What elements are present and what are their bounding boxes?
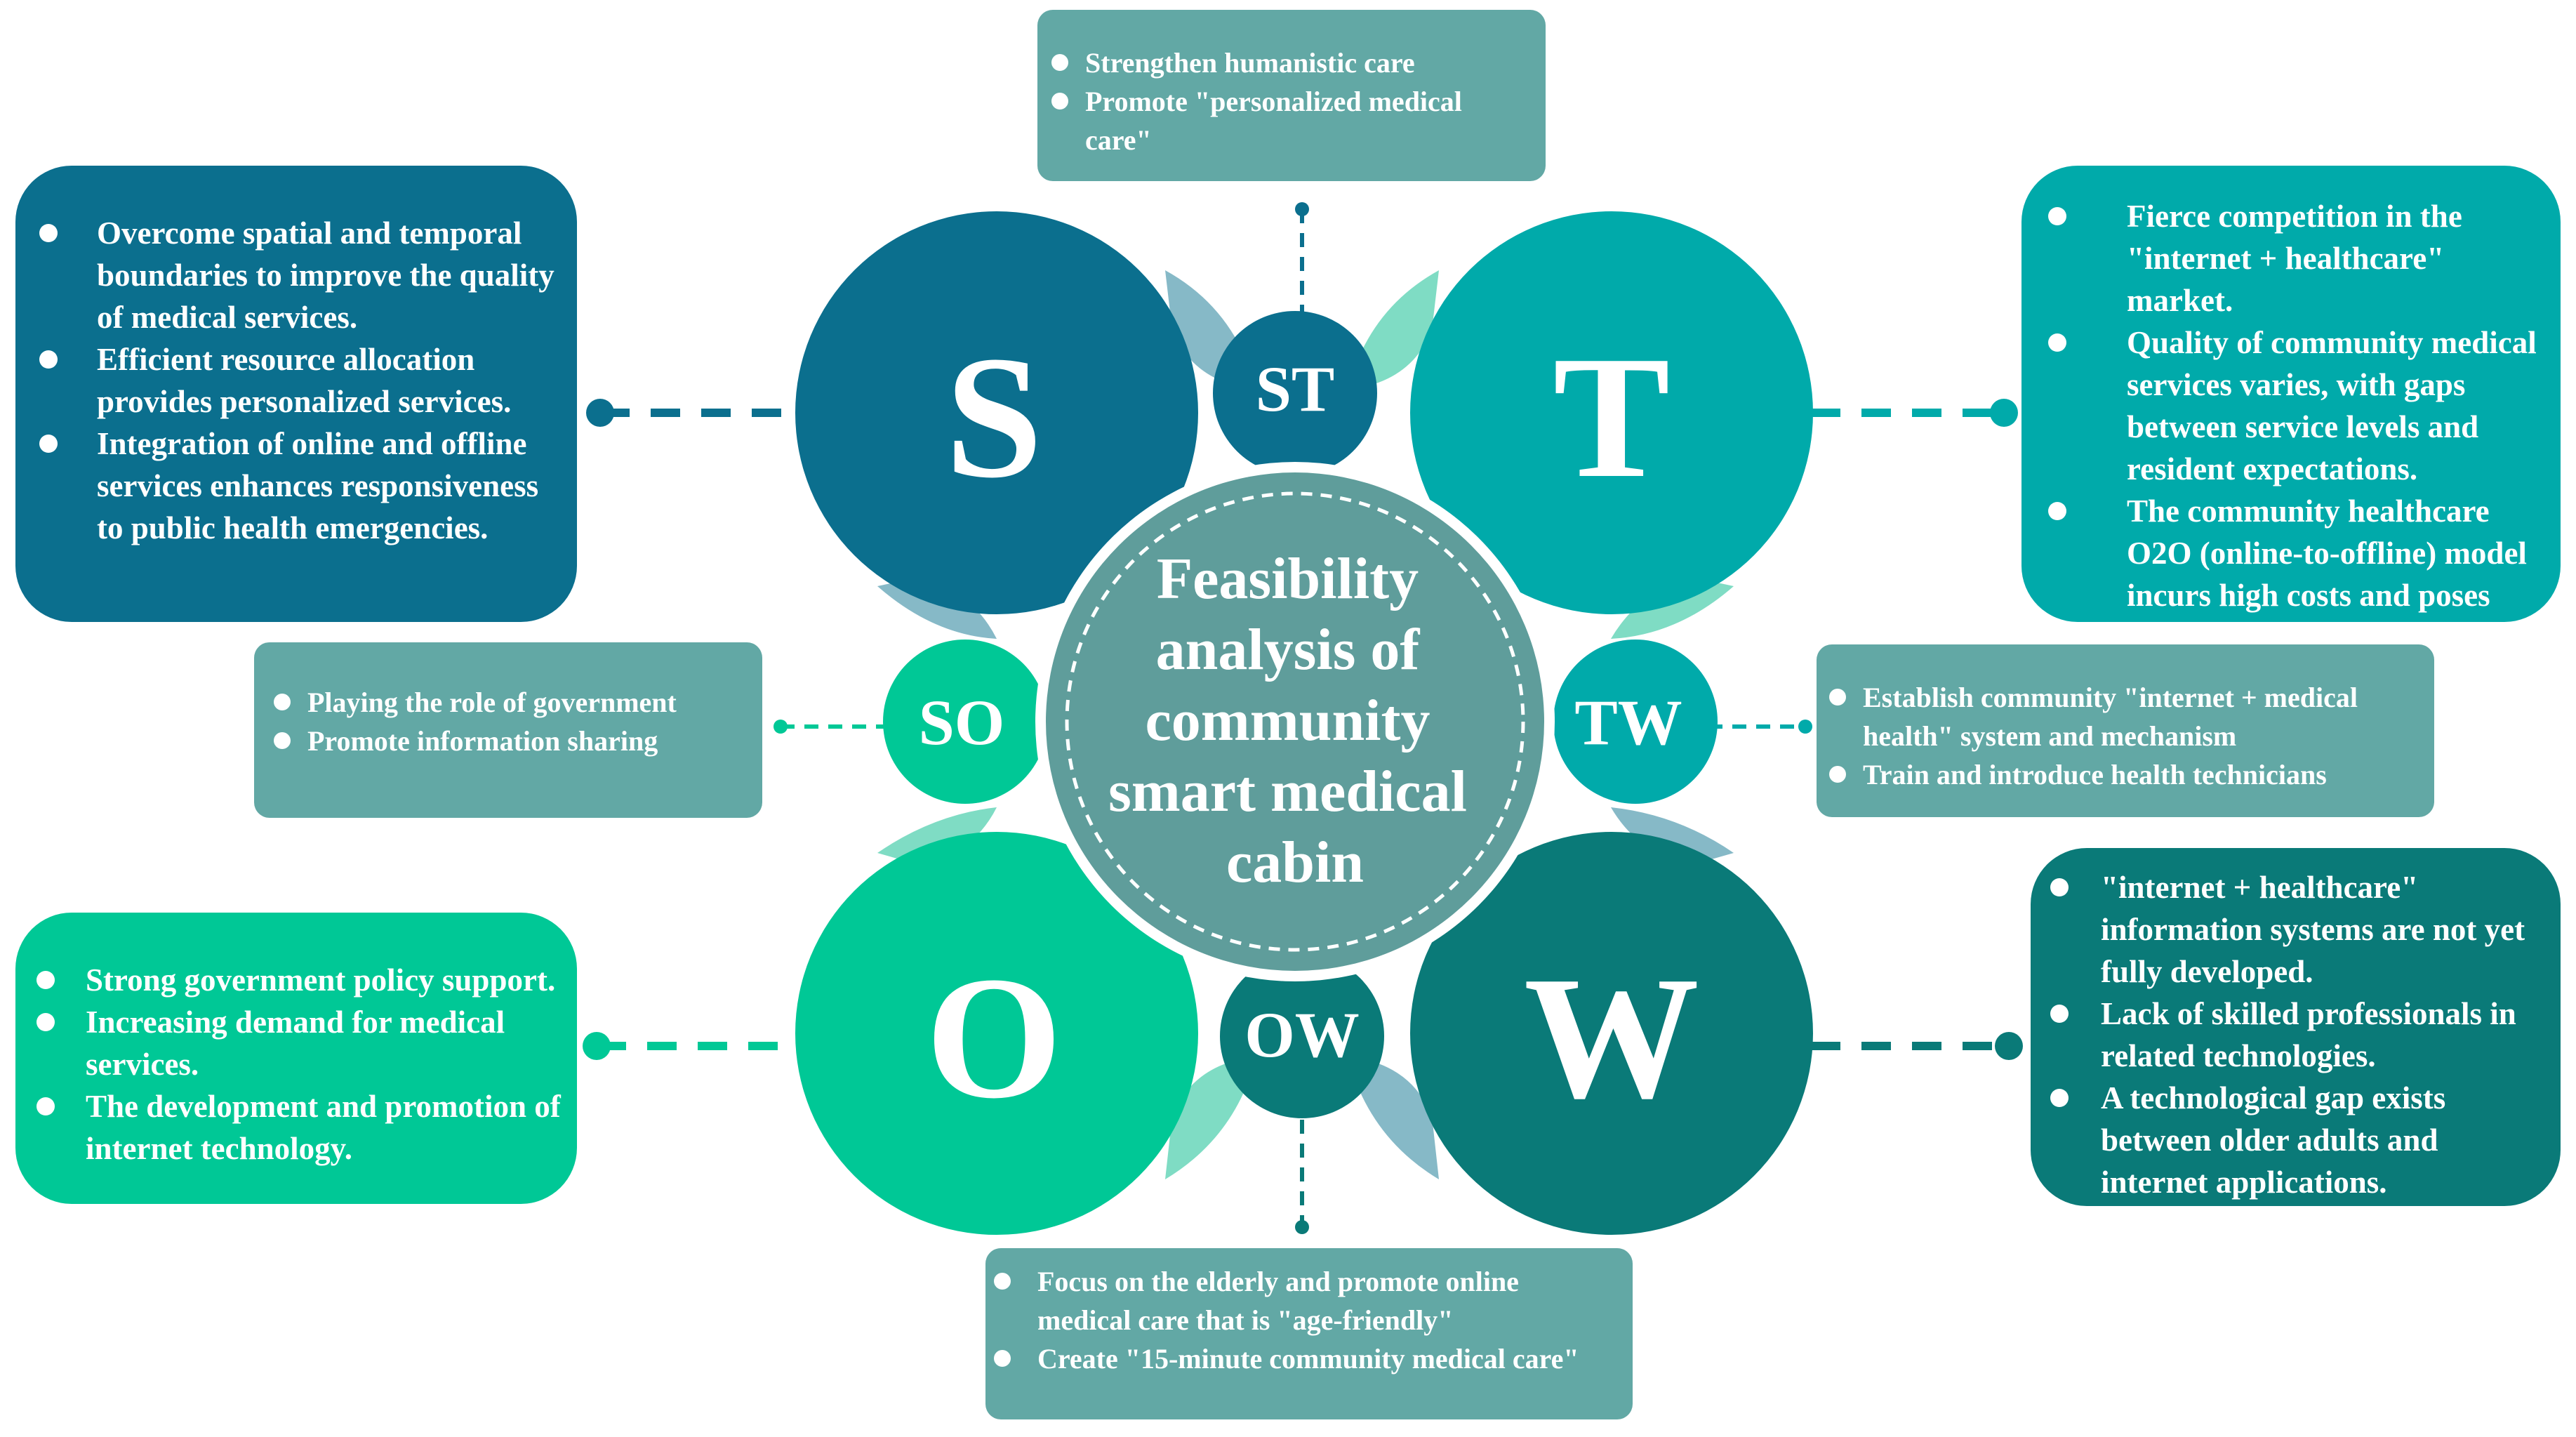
st-strategy-box: Strengthen humanistic care Promote "pers…: [1037, 10, 1546, 181]
weakness-item: A technological gap exists between older…: [2045, 1077, 2547, 1203]
weakness-item: "internet + healthcare" information syst…: [2045, 866, 2547, 993]
center-node: Feasibility analysis of community smart …: [1035, 462, 1555, 981]
threat-item: Quality of community medical services va…: [2043, 322, 2544, 490]
circle-t: [1410, 211, 1813, 614]
center-title-line-5: cabin: [1226, 830, 1364, 895]
center-title: Feasibility analysis of community smart …: [1108, 546, 1482, 895]
opportunity-item: Strong government policy support.: [31, 959, 563, 1001]
center-title-line-4: smart medical: [1108, 759, 1467, 824]
petal-w-bottom: [1348, 1057, 1439, 1179]
circle-ow: [1220, 954, 1384, 1118]
connector-dot-so: [774, 720, 788, 734]
connector-dot-t: [1990, 399, 2018, 427]
label-st: ST: [1256, 353, 1335, 425]
strengths-list: Overcome spatial and temporal boundaries…: [34, 212, 560, 549]
petal-w-right: [1611, 807, 1734, 867]
connector-dot-w: [1995, 1032, 2023, 1060]
opportunity-item: Increasing demand for medical services.: [31, 1001, 563, 1085]
threats-list: Fierce competition in the "internet + he…: [2043, 195, 2544, 658]
tw-strategy-list: Establish community "internet + medical …: [1829, 678, 2420, 794]
ow-strategy-list: Focus on the elderly and promote online …: [994, 1262, 1619, 1378]
so-strategy-list: Playing the role of government Promote i…: [274, 683, 748, 760]
ow-strategy-item: Create "15-minute community medical care…: [994, 1339, 1619, 1378]
label-so: SO: [919, 687, 1005, 758]
tw-strategy-item: Train and introduce health technicians: [1829, 755, 2420, 794]
circle-w: [1410, 832, 1813, 1235]
circle-st: [1213, 311, 1377, 475]
opportunity-item: The development and promotion of interne…: [31, 1085, 563, 1170]
st-strategy-list: Strengthen humanistic care Promote "pers…: [1051, 44, 1532, 159]
ow-strategy-item: Focus on the elderly and promote online …: [994, 1262, 1619, 1339]
center-title-line-1: Feasibility: [1157, 546, 1419, 611]
tw-strategy-box: Establish community "internet + medical …: [1817, 644, 2434, 817]
center-title-line-3: community: [1146, 688, 1430, 753]
connector-dot-tw: [1798, 720, 1812, 734]
ow-strategy-box: Focus on the elderly and promote online …: [985, 1248, 1633, 1419]
weakness-item: Lack of skilled professionals in related…: [2045, 993, 2547, 1077]
circle-s: [795, 211, 1198, 614]
petal-o-bottom: [1165, 1057, 1256, 1179]
strength-item: Overcome spatial and temporal boundaries…: [34, 212, 560, 338]
circle-o: [795, 832, 1198, 1235]
petal-t-top: [1348, 270, 1439, 390]
label-ow: OW: [1244, 999, 1360, 1071]
label-s: S: [945, 320, 1042, 515]
circle-tw: [1553, 640, 1718, 804]
center-title-line-2: analysis of: [1156, 617, 1421, 682]
weaknesses-list: "internet + healthcare" information syst…: [2045, 866, 2547, 1203]
connector-dot-s: [586, 399, 614, 427]
circle-so: [883, 640, 1047, 804]
center-circle: [1046, 472, 1544, 971]
quadrant-circles: S T O W: [795, 211, 1813, 1235]
strengths-box: Overcome spatial and temporal boundaries…: [15, 166, 577, 622]
threat-item: Fierce competition in the "internet + he…: [2043, 195, 2544, 322]
center-dashed-ring: [1065, 491, 1525, 952]
threats-box: Fierce competition in the "internet + he…: [2021, 166, 2561, 655]
threat-item: The community healthcare O2O (online-to-…: [2043, 490, 2544, 658]
so-strategy-item: Playing the role of government: [274, 683, 748, 722]
opportunities-box: Strong government policy support. Increa…: [15, 913, 577, 1204]
strength-item: Efficient resource allocation provides p…: [34, 338, 560, 423]
tw-strategy-item: Establish community "internet + medical …: [1829, 678, 2420, 755]
label-o: O: [926, 941, 1062, 1135]
weaknesses-box: "internet + healthcare" information syst…: [2031, 848, 2561, 1206]
so-strategy-item: Promote information sharing: [274, 722, 748, 760]
label-tw: TW: [1574, 687, 1682, 758]
petal-o-left: [877, 807, 997, 867]
connector-dot-st: [1295, 202, 1309, 216]
strength-item: Integration of online and offline servic…: [34, 423, 560, 549]
so-strategy-box: Playing the role of government Promote i…: [254, 642, 762, 818]
st-strategy-item: Promote "personalized medical care": [1051, 82, 1532, 159]
label-t: T: [1553, 320, 1671, 515]
label-w: W: [1524, 941, 1699, 1135]
st-strategy-item: Strengthen humanistic care: [1051, 44, 1532, 82]
connector-dot-ow: [1295, 1220, 1309, 1234]
opportunities-list: Strong government policy support. Increa…: [31, 959, 563, 1170]
connector-dot-o: [583, 1032, 611, 1060]
strategy-circles: ST SO TW OW: [883, 311, 1718, 1118]
